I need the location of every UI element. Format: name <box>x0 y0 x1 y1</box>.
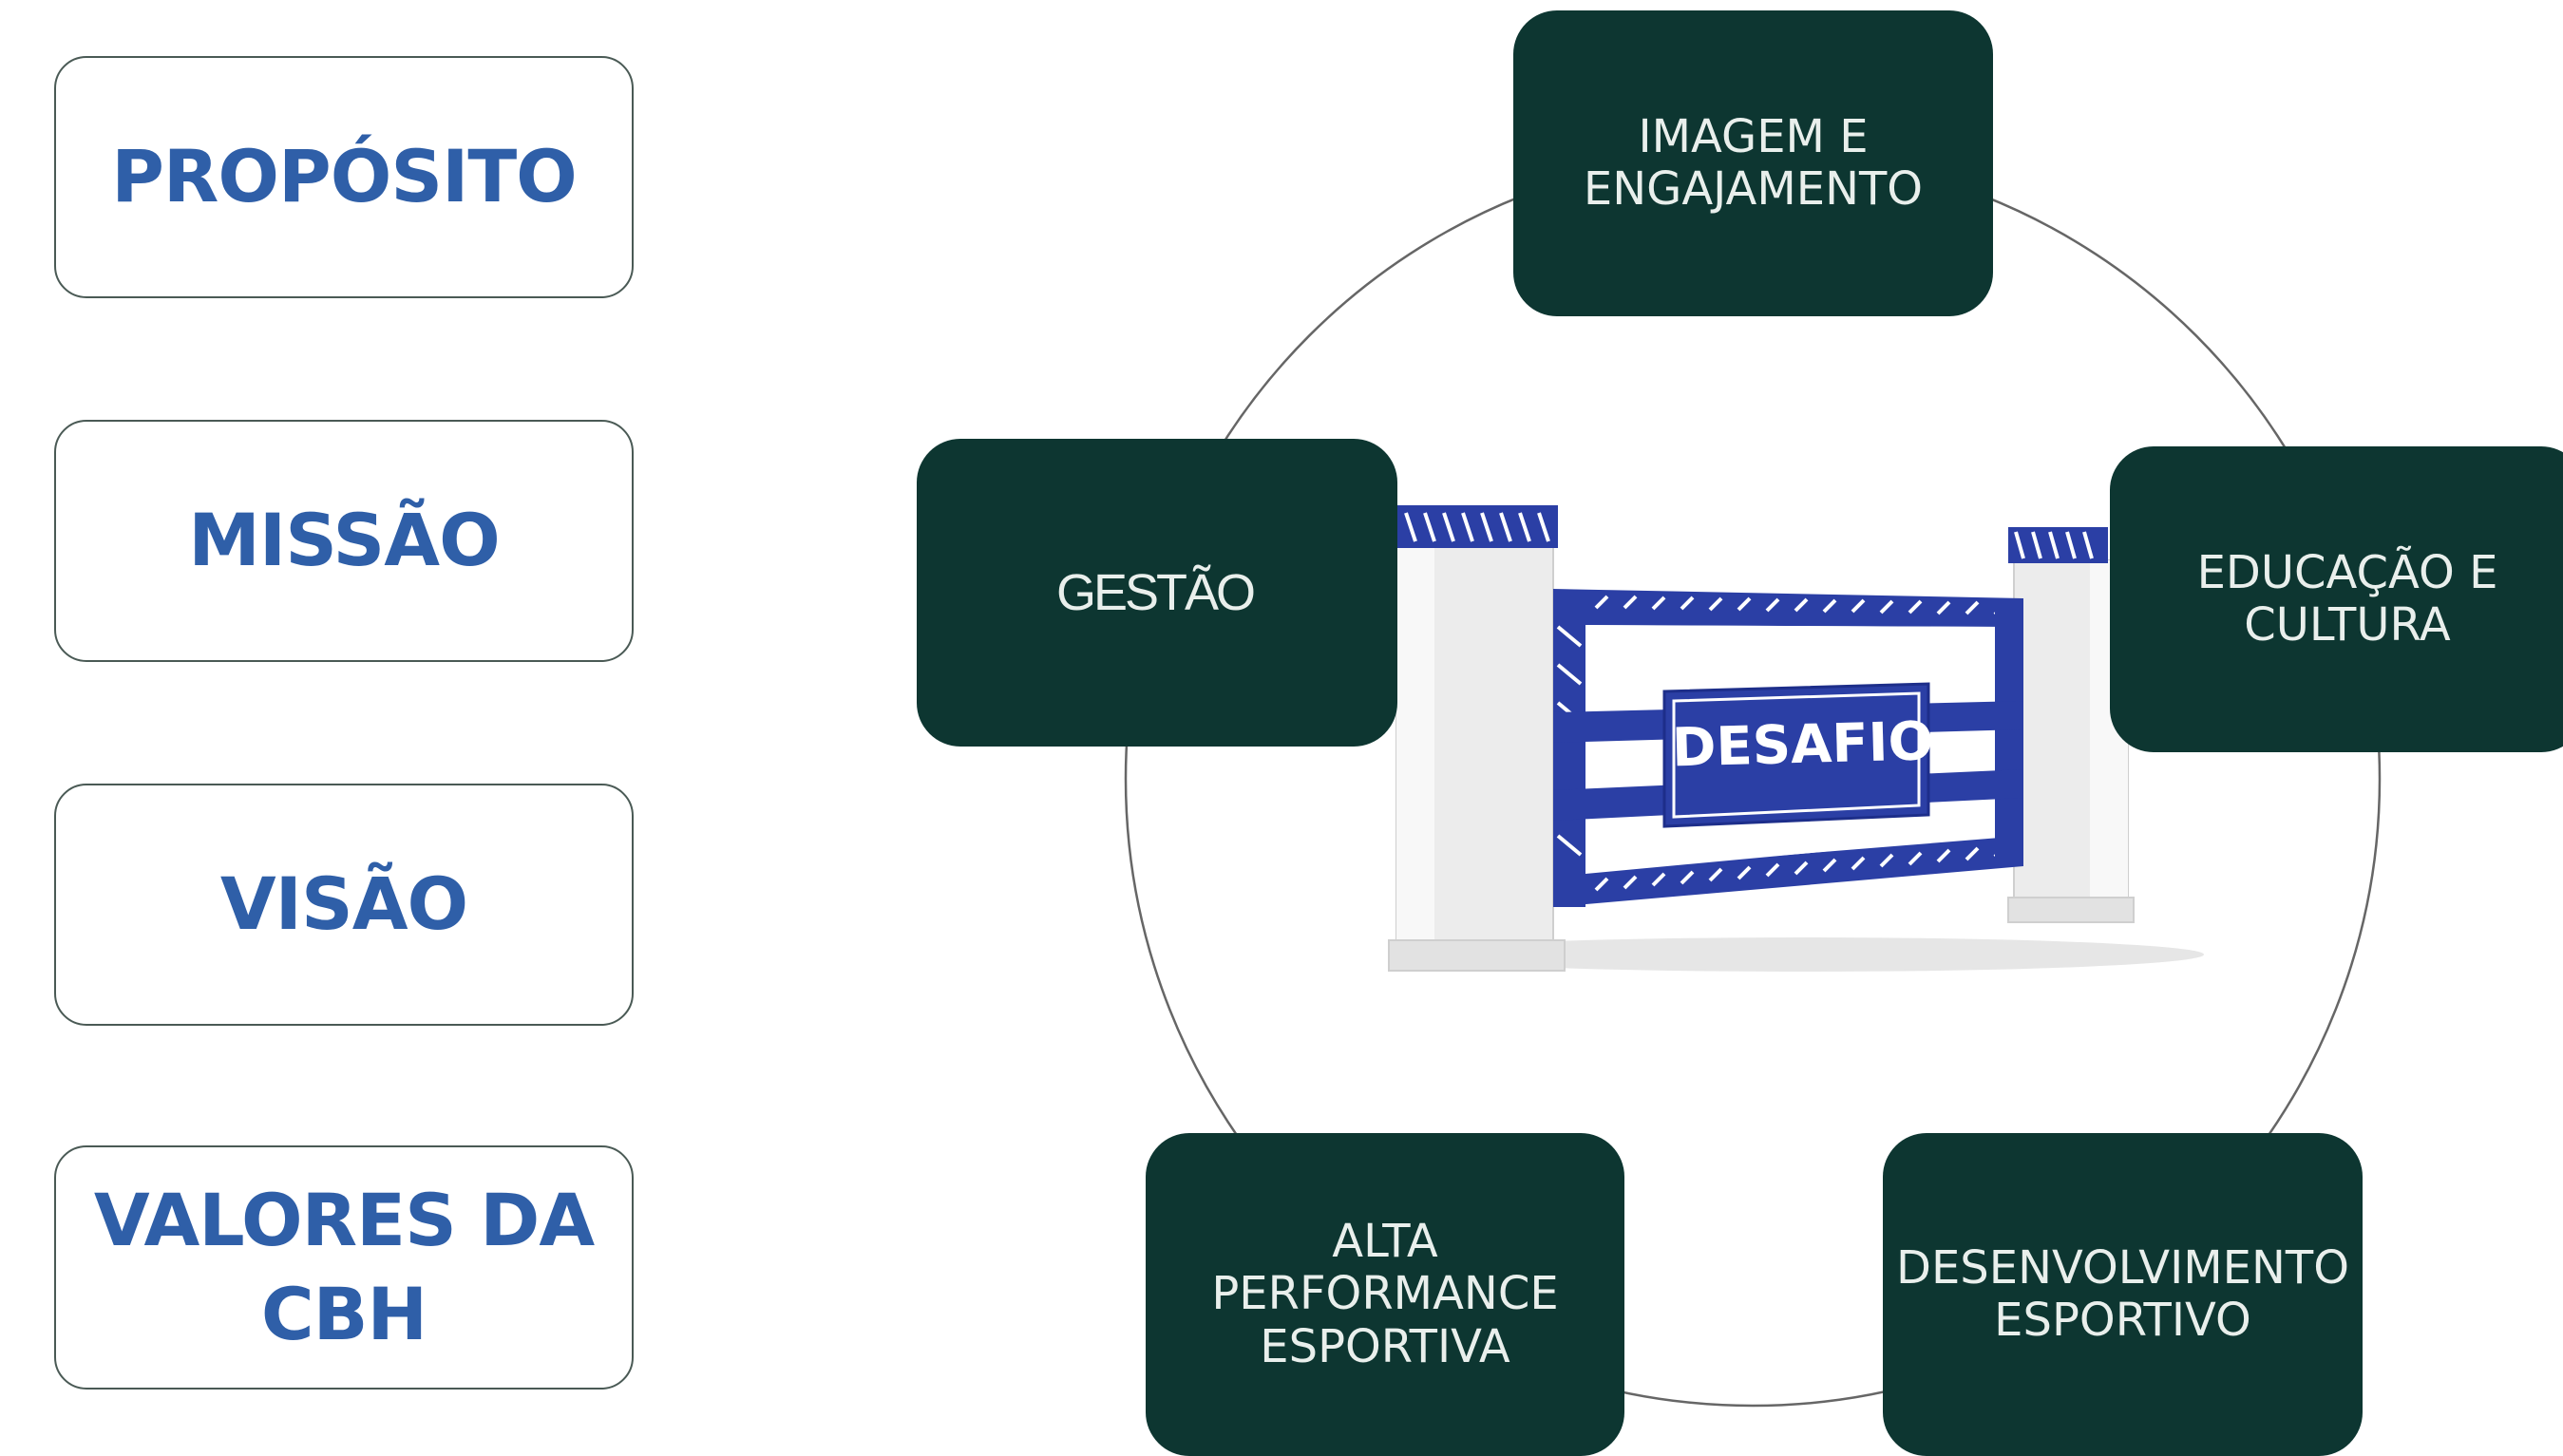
valores-label: VALORES DA CBH <box>93 1177 595 1356</box>
node-imagem-engajamento: IMAGEM E ENGAJAMENTO <box>1513 10 1993 316</box>
horse-jump-obstacle <box>1388 505 2204 972</box>
node-gestao: GESTÃO <box>917 439 1397 747</box>
node-desenvolvimento-esportivo: DESENVOLVIMENTO ESPORTIVO <box>1883 1133 2363 1456</box>
visao-label: VISÃO <box>219 861 468 947</box>
center-desafio-label: DESAFIO <box>1671 710 1934 780</box>
missao-box: MISSÃO <box>54 420 634 662</box>
proposito-label: PROPÓSITO <box>111 134 578 219</box>
node-educacao-cultura: EDUCAÇÃO E CULTURA <box>2110 446 2563 752</box>
proposito-box: PROPÓSITO <box>54 56 634 298</box>
node-alta-performance: ALTA PERFORMANCE ESPORTIVA <box>1146 1133 1624 1456</box>
visao-box: VISÃO <box>54 784 634 1026</box>
missao-label: MISSÃO <box>188 498 500 583</box>
valores-box: VALORES DA CBH <box>54 1145 634 1390</box>
